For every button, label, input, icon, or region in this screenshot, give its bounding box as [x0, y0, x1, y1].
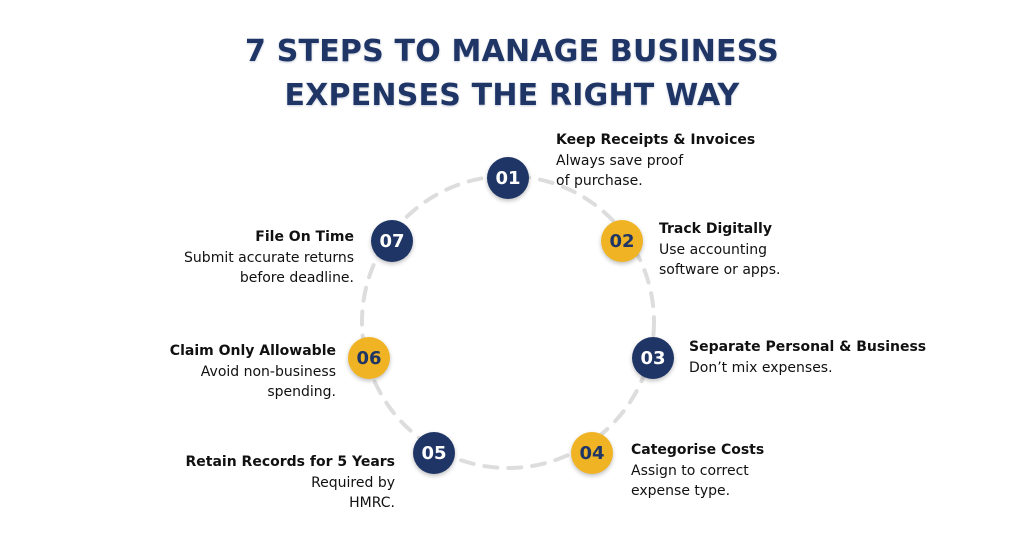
step-07-badge: 07 [371, 220, 413, 262]
step-07-text: File On Time Submit accurate returns bef… [184, 227, 354, 289]
step-03-text: Separate Personal & Business Don’t mix e… [689, 337, 926, 378]
step-02-desc-line-1: Use accounting [659, 241, 768, 258]
step-01-heading: Keep Receipts & Invoices [556, 132, 756, 148]
step-05-badge: 05 [413, 432, 455, 474]
step-06-desc-line-2: spending. [267, 384, 336, 400]
step-05-desc-line-1: Required by [311, 474, 395, 491]
step-06-text: Claim Only Allowable Avoid non-business … [170, 341, 336, 403]
step-01-text: Keep Receipts & Invoices Always save pro… [556, 130, 755, 192]
step-06-desc-line-1: Avoid non-business [200, 363, 336, 380]
step-04-heading: Categorise Costs [631, 442, 765, 458]
title-line-1: 7 STEPS TO MANAGE BUSINESS [245, 34, 779, 69]
step-02-desc-line-2: software or apps. [659, 262, 781, 278]
step-02-heading: Track Digitally [659, 221, 772, 237]
step-06-badge: 06 [348, 337, 390, 379]
step-03-desc-line-1: Don’t mix expenses. [689, 359, 833, 376]
step-07-desc-line-2: before deadline. [239, 270, 354, 286]
page-title: 7 STEPS TO MANAGE BUSINESS EXPENSES THE … [0, 30, 1024, 118]
step-05-heading: Retain Records for 5 Years [185, 454, 395, 470]
step-04-desc-line-2: expense type. [631, 483, 731, 499]
title-line-2: EXPENSES THE RIGHT WAY [284, 78, 740, 113]
step-01-desc-line-2: of purchase. [556, 173, 643, 189]
step-05-text: Retain Records for 5 Years Required by H… [185, 452, 395, 514]
step-02-text: Track Digitally Use accounting software … [659, 219, 780, 281]
step-04-badge: 04 [571, 432, 613, 474]
step-01-desc-line-1: Always save proof [556, 152, 684, 169]
step-03-badge: 03 [632, 337, 674, 379]
step-04-text: Categorise Costs Assign to correct expen… [631, 440, 764, 502]
step-03-heading: Separate Personal & Business [689, 339, 927, 355]
step-01-badge: 01 [487, 157, 529, 199]
step-07-desc-line-1: Submit accurate returns [184, 249, 354, 266]
step-05-desc-line-2: HMRC. [349, 495, 395, 511]
step-04-desc-line-1: Assign to correct [631, 462, 749, 479]
step-06-heading: Claim Only Allowable [169, 343, 336, 359]
step-02-badge: 02 [601, 220, 643, 262]
step-07-heading: File On Time [255, 229, 354, 245]
